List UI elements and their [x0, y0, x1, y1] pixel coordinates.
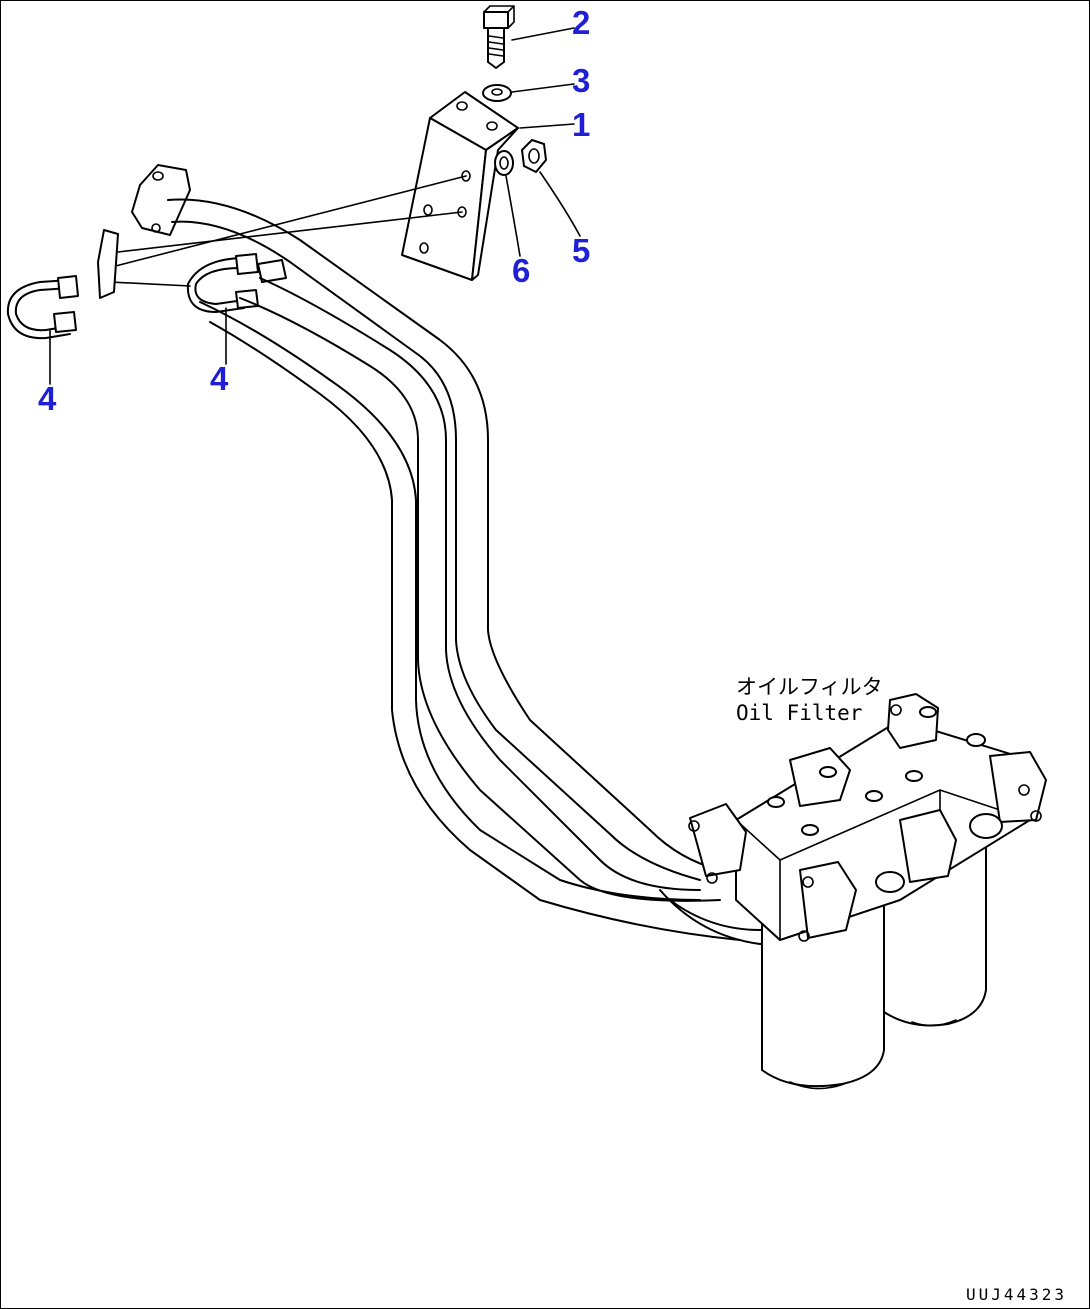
callout-5: 5 — [572, 232, 590, 269]
caption-english: Oil Filter — [736, 701, 862, 725]
callout-labels: 2 3 1 5 6 4 4 — [38, 4, 590, 417]
callout-1: 1 — [572, 106, 590, 143]
pipe-flange-upper — [131, 164, 191, 236]
callout-4-right: 4 — [210, 360, 229, 397]
callout-4-left: 4 — [38, 380, 57, 417]
u-bolt-left — [6, 275, 79, 340]
oil-filter-assembly — [688, 693, 1047, 1090]
pipe-flange-lower — [97, 229, 119, 299]
bracket — [401, 91, 519, 281]
callout-3: 3 — [572, 62, 590, 99]
pipe-outer — [167, 198, 721, 881]
callout-2: 2 — [572, 4, 590, 41]
callout-6: 6 — [512, 252, 530, 289]
nut — [521, 139, 547, 173]
lock-washer — [494, 150, 514, 176]
washer — [482, 84, 512, 102]
caption-japanese: オイルフィルタ — [736, 675, 883, 699]
figure-id: UUJ44323 — [966, 1285, 1067, 1304]
bolt — [483, 5, 515, 69]
pipe-middle — [239, 277, 721, 902]
leader-lines — [49, 27, 581, 385]
pipe-inner — [199, 301, 811, 945]
